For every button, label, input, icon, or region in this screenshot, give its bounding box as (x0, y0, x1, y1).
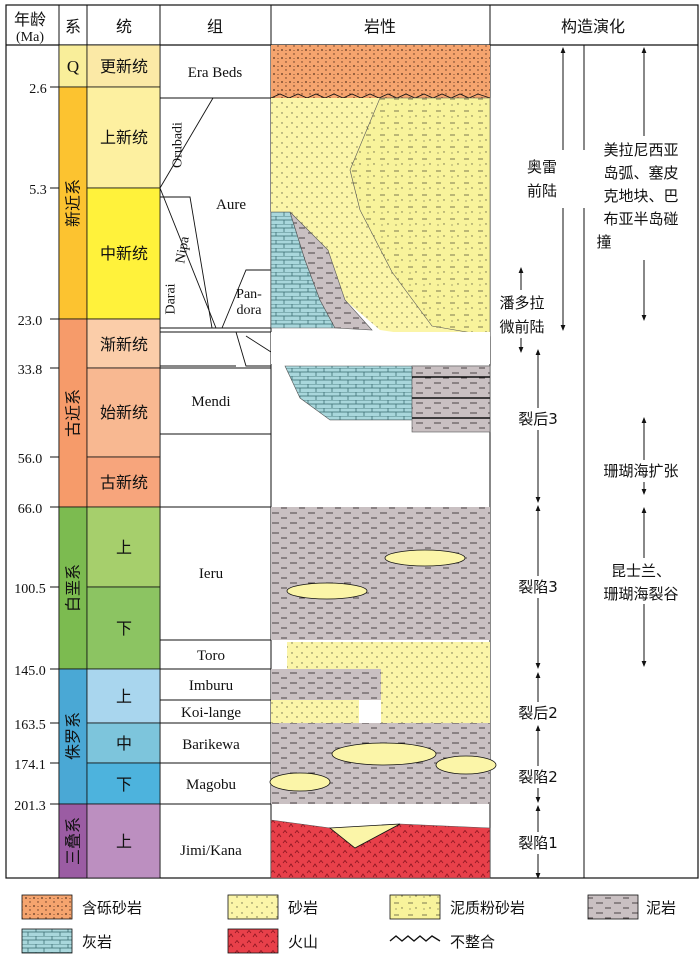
legend-swatch-limestone (21, 928, 73, 954)
formation-nipa: Nipa (173, 235, 193, 265)
tect-regional-1-line: 撞 (596, 233, 611, 251)
tect-coral-spread: 珊瑚海扩张 (603, 462, 678, 480)
header-tectonics: 构造演化 (561, 17, 625, 36)
header-lithology: 岩性 (364, 17, 396, 36)
age-ticks: 2.6 5.3 23.0 33.8 56.0 66.0 100.5 145.0 … (14, 82, 59, 814)
system-label: 侏罗系 (64, 712, 83, 760)
legend-label: 泥质粉砂岩 (450, 899, 525, 917)
age-label: 56.0 (18, 452, 43, 467)
formation-pandora-2: dora (237, 303, 263, 318)
formation-toro: Toro (197, 648, 225, 664)
age-label: 100.5 (14, 582, 46, 597)
age-label: 2.6 (29, 82, 47, 97)
legend-swatch-sandstone (227, 894, 279, 920)
tect-liehou2: 裂后2 (518, 704, 558, 722)
age-label: 163.5 (14, 718, 46, 733)
legend-swatch-volcanic (227, 928, 279, 954)
tect-regional-1-line: 布亚半岛碰 (603, 210, 678, 228)
system-label: Q (67, 57, 79, 76)
series-label: 更新统 (100, 57, 148, 76)
header-age-unit: (Ma) (16, 30, 44, 45)
tect-liexian3: 裂陷3 (518, 578, 558, 596)
series-label: 渐新统 (100, 335, 148, 354)
tect-regional-1-line: 岛弧、塞皮 (603, 164, 678, 182)
tect-regional-3-line: 昆士兰、 (611, 562, 671, 580)
legend-label: 灰岩 (82, 933, 112, 951)
series-label: 上 (116, 538, 132, 557)
age-label: 66.0 (18, 502, 43, 517)
header-age: 年龄 (14, 10, 46, 29)
tect-liexian2: 裂陷2 (518, 768, 558, 786)
legend: 含砾砂岩 砂岩 泥质粉砂岩 泥岩 灰岩 火山 不整合 (21, 894, 676, 954)
formation-jimi-kana: Jimi/Kana (180, 843, 242, 859)
formation-mendi: Mendi (191, 394, 230, 410)
series-label: 上新统 (100, 128, 148, 147)
formation-imburu: Imburu (189, 678, 234, 694)
series-label: 始新统 (100, 403, 148, 422)
series-label: 中新统 (100, 244, 148, 263)
header-system: 系 (65, 17, 81, 36)
formation-darai: Darai (164, 283, 179, 314)
system-triassic (58, 803, 88, 879)
legend-label: 火山 (288, 933, 318, 951)
formation-ieru: Ieru (199, 566, 224, 582)
formation-magobu: Magobu (186, 777, 236, 793)
system-neogene (58, 86, 88, 320)
formation-aure: Aure (216, 197, 246, 213)
tect-panduola-2: 微前陆 (499, 318, 544, 336)
tect-regional-1-line: 克地块、巴 (603, 187, 678, 205)
series-label: 上 (116, 832, 132, 851)
formation-pandora-1: Pan- (236, 287, 262, 302)
formation-orubadi: Orubadi (171, 122, 186, 168)
system-label: 古近系 (64, 389, 83, 437)
age-label: 5.3 (29, 183, 47, 198)
system-label: 新近系 (64, 179, 83, 227)
tect-liehou3: 裂后3 (518, 410, 558, 428)
legend-swatch-unconformity (389, 935, 441, 942)
tectonics-labels: 奥雷 前陆 潘多拉 微前陆 裂后3 裂陷3 裂后2 裂陷2 裂陷1 美拉尼西亚 … (493, 136, 696, 854)
header-formation: 组 (207, 17, 223, 36)
formation-labels: Era Beds Orubadi Aure Nipa Darai Pan- do… (164, 65, 263, 859)
tect-panduola-1: 潘多拉 (499, 294, 544, 312)
series-label: 中 (116, 734, 132, 753)
formation-column (159, 97, 272, 805)
legend-swatch-conglomerate (21, 894, 73, 920)
system-label: 三叠系 (64, 817, 83, 865)
tect-aolei-2: 前陆 (527, 182, 557, 200)
series-column: 更新统 上新统 中新统 渐新统 始新统 古新统 上 下 上 中 下 上 (86, 44, 161, 879)
system-column: Q 新近系 古近系 白垩系 侏罗系 三叠系 (58, 44, 88, 879)
lithology-column (269, 45, 497, 879)
header-series: 统 (116, 17, 132, 36)
legend-swatch-mudstone (587, 894, 639, 920)
age-label: 33.8 (18, 363, 43, 378)
series-label: 下 (116, 619, 132, 638)
formation-barikewa: Barikewa (182, 737, 240, 753)
tect-liexian1: 裂陷1 (518, 834, 558, 852)
series-label: 古新统 (100, 473, 148, 492)
formation-era-beds: Era Beds (188, 65, 243, 81)
age-label: 174.1 (14, 758, 46, 773)
age-label: 23.0 (18, 314, 43, 329)
legend-label: 泥岩 (646, 899, 676, 917)
system-label: 白垩系 (64, 564, 83, 612)
tect-regional-1-line: 美拉尼西亚 (603, 141, 678, 159)
series-label: 上 (116, 687, 132, 706)
system-paleogene (58, 318, 88, 508)
formation-koi-lange: Koi-lange (181, 705, 241, 721)
age-label: 201.3 (14, 799, 46, 814)
tect-aolei-1: 奥雷 (527, 158, 557, 176)
series-label: 下 (116, 775, 132, 794)
legend-label: 不整合 (450, 933, 495, 951)
legend-label: 含砾砂岩 (82, 899, 142, 917)
tect-regional-3-line: 珊瑚海裂谷 (603, 585, 678, 603)
age-label: 145.0 (14, 664, 46, 679)
legend-swatch-siltstone (389, 894, 441, 920)
legend-label: 砂岩 (288, 899, 318, 917)
